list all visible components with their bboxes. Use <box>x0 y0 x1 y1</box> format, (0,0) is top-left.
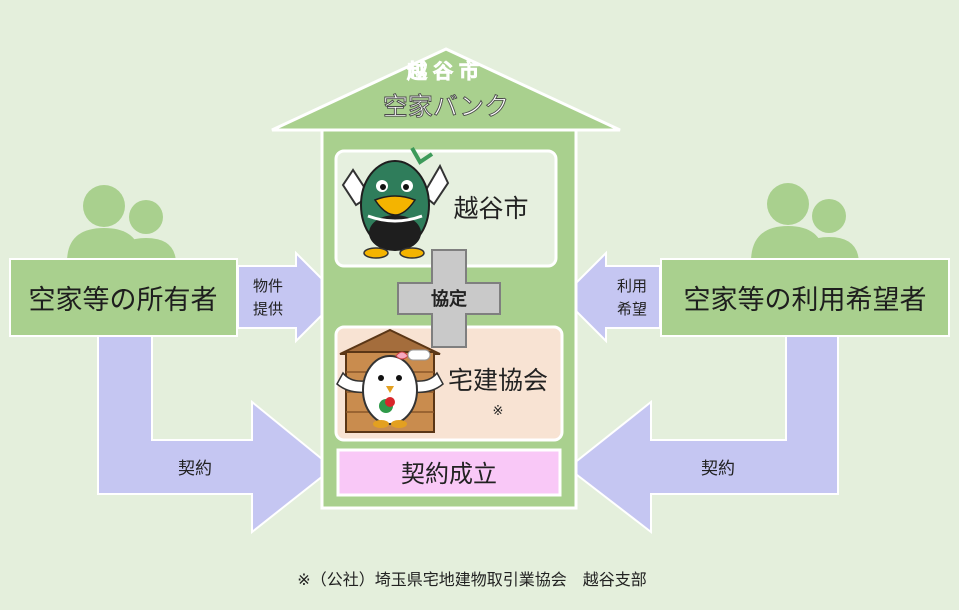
agreement-cross: 協定 <box>397 249 501 348</box>
wish-label-line2: 希望 <box>617 300 647 318</box>
user-box: 空家等の利用希望者 <box>660 258 950 337</box>
realtor-footnote-mark: ※ <box>493 404 504 419</box>
user-label: 空家等の利用希望者 <box>684 285 927 316</box>
house-bank-title: 空家バンク <box>383 92 509 121</box>
user-contract-label: 契約 <box>701 459 735 479</box>
owner-label: 空家等の所有者 <box>29 285 218 316</box>
realtor-panel: 宅建協会 ※ <box>334 325 564 442</box>
city-panel: 越谷市 <box>334 147 558 268</box>
offer-label-line2: 提供 <box>253 300 283 318</box>
user-contract-arrow: 契約 <box>566 334 839 535</box>
wish-arrow: 利用 希望 <box>560 250 661 344</box>
contract-established-label: 契約成立 <box>401 460 497 488</box>
realtor-mascot-image <box>336 328 444 433</box>
owner-contract-arrow: 契約 <box>97 334 335 535</box>
owner-box: 空家等の所有者 <box>9 258 238 337</box>
realtor-label: 宅建協会 <box>448 366 548 395</box>
agreement-label: 協定 <box>431 288 467 310</box>
owner-contract-label: 契約 <box>178 459 212 479</box>
footnote-text: ※（公社）埼玉県宅地建物取引業協会 越谷支部 <box>297 570 646 589</box>
offer-arrow: 物件 提供 <box>237 250 342 344</box>
wish-label-line1: 利用 <box>617 277 647 295</box>
owner-people-icon <box>67 185 176 264</box>
house-city-title: 越谷市 <box>406 59 485 83</box>
offer-label-line1: 物件 <box>253 277 283 295</box>
contract-established-box: 契約成立 <box>336 448 562 497</box>
city-mascot-image <box>341 147 450 259</box>
city-label: 越谷市 <box>453 194 528 223</box>
user-people-icon <box>751 183 859 264</box>
